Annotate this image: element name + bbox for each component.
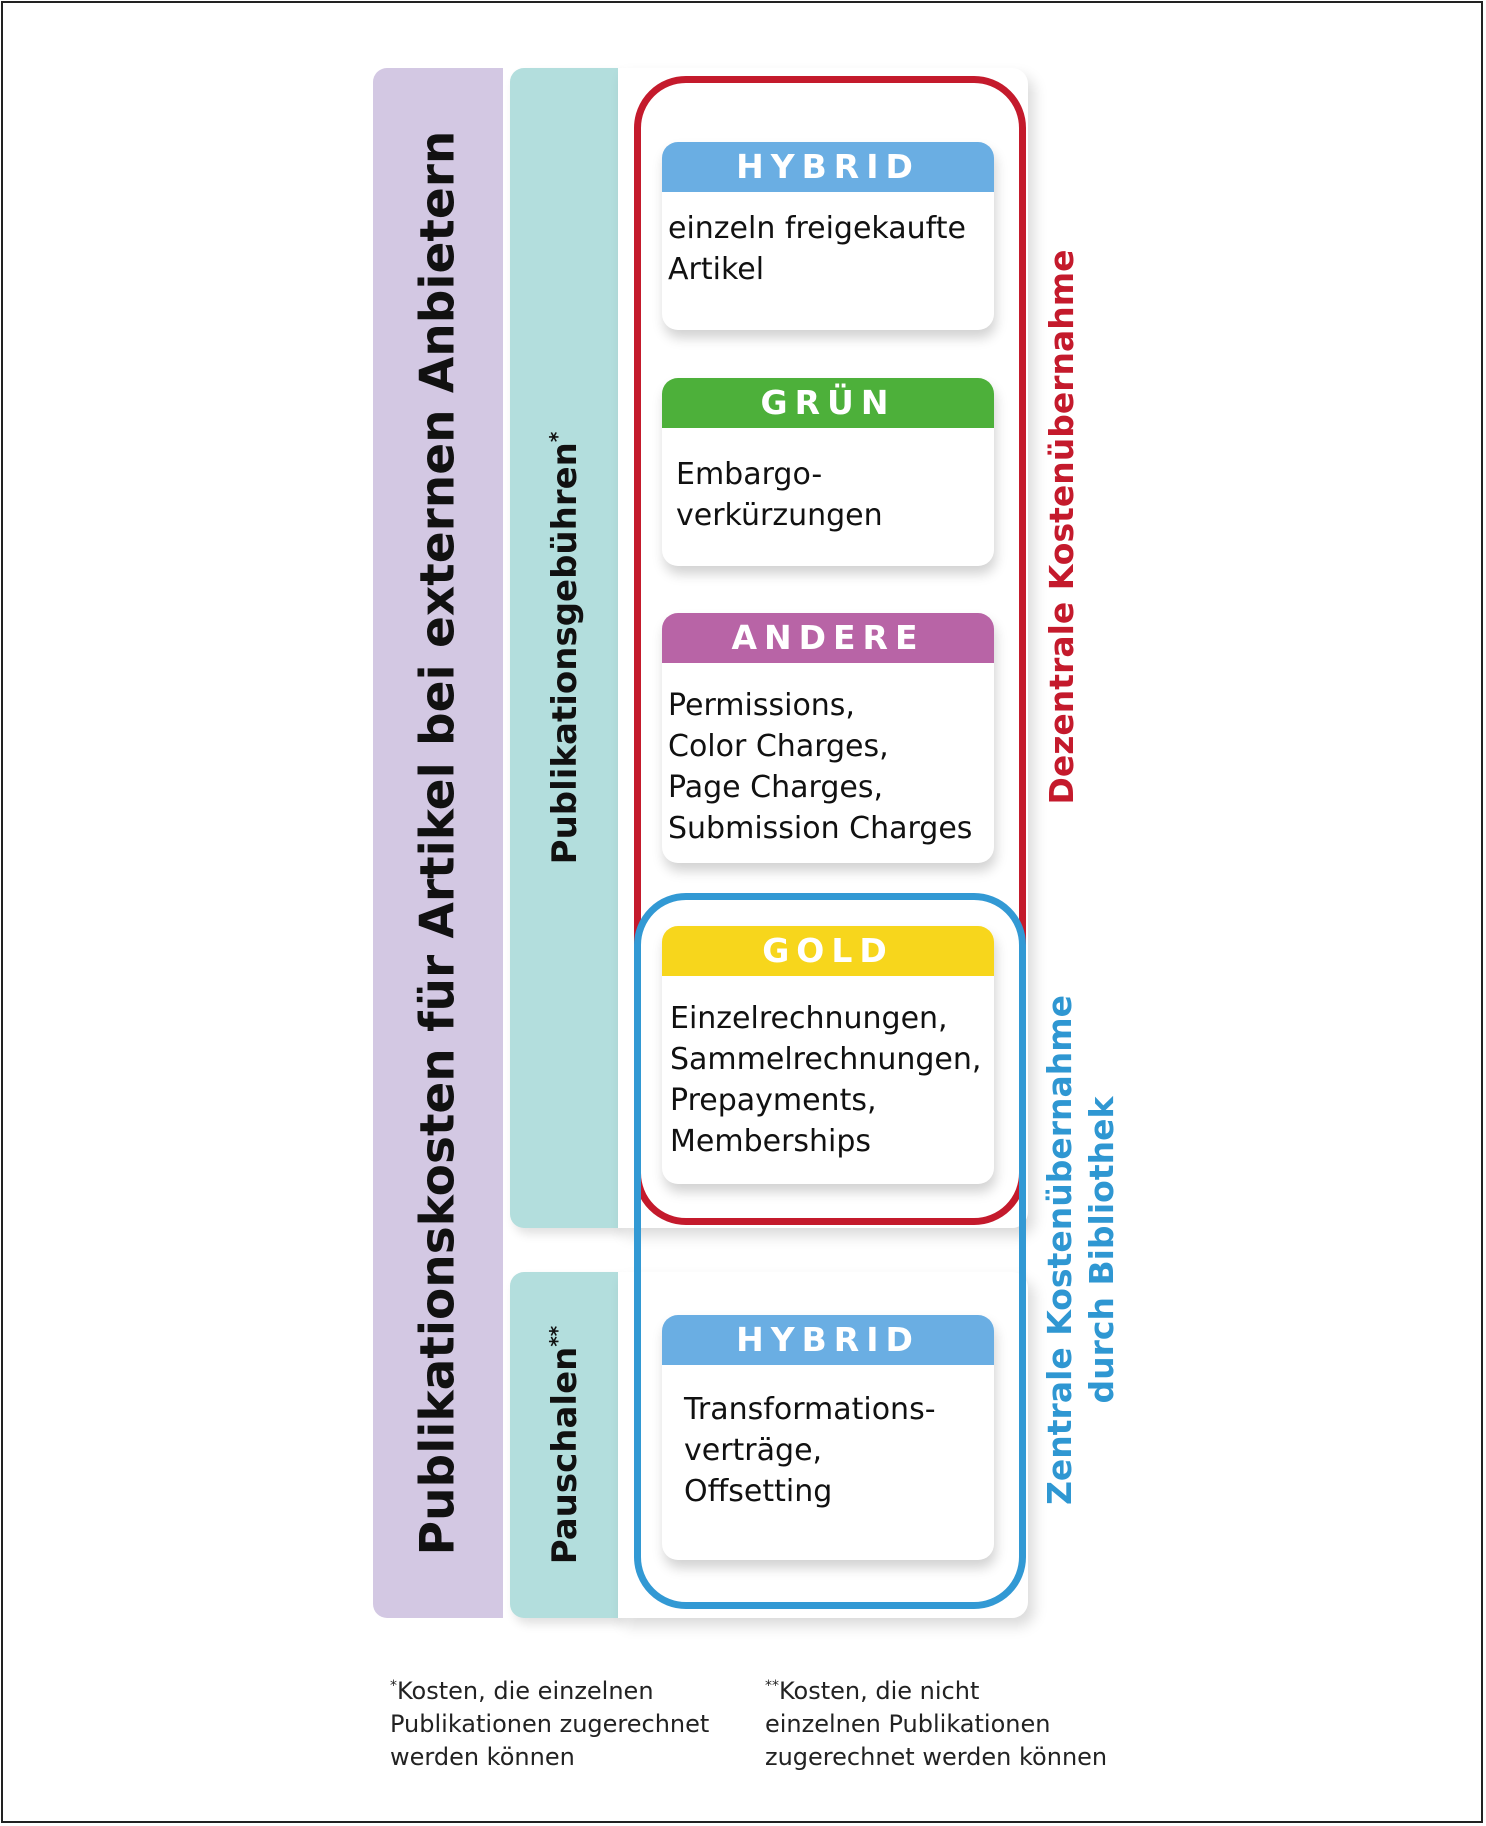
flat-rates-mark: ** [544,1325,569,1347]
card-text-line: verkürzungen [676,498,883,533]
footnote-line: zugerechnet werden können [765,1743,1108,1771]
central-label-line: durch Bibliothek [1082,1096,1121,1404]
card-text-line: Artikel [668,252,765,287]
footnote-double: **Kosten, die nicht einzelnen Publikatio… [765,1670,1107,1774]
decentral-label: Dezentrale Kostenübernahme [1042,249,1081,805]
card-hybrid-fees: HYBRID einzeln freigekaufte Artikel [662,142,994,330]
footnote-mark: ** [765,1678,779,1694]
footnote-line: *Kosten, die einzelnen [390,1670,709,1708]
diagram-title: Publikationskosten für Artikel bei exter… [410,130,466,1556]
card-body-other: Permissions, Color Charges, Page Charges… [662,663,994,859]
flat-rates-band [510,1272,620,1618]
card-header-hybrid: HYBRID [662,142,994,192]
flat-rates-text: Pauschalen [545,1346,586,1565]
card-text-line: Submission Charges [668,811,973,846]
card-text-line: Embargo- [676,457,823,492]
card-body-hybrid-flat: Transformations- verträge, Offsetting [662,1365,994,1522]
card-header-other: ANDERE [662,613,994,663]
publication-fees-label: Publikationsgebühren* [545,432,585,865]
footnote-line: werden können [390,1743,575,1771]
card-text-line: Page Charges, [668,770,883,805]
card-text-line: Transformations- [684,1392,936,1427]
central-label: Zentrale Kostenübernahme durch Bibliothe… [1039,995,1123,1505]
footnote-line: **Kosten, die nicht [765,1670,1107,1708]
card-green: GRÜN Embargo- verkürzungen [662,378,994,566]
central-label-line: Zentrale Kostenübernahme [1040,994,1079,1506]
card-text-line: einzeln freigekaufte [668,211,966,246]
card-header-green: GRÜN [662,378,994,428]
card-other: ANDERE Permissions, Color Charges, Page … [662,613,994,863]
publication-fees-band [510,68,620,1228]
footnote-mark: * [390,1678,397,1694]
card-text-line: Einzelrechnungen, [670,1001,948,1036]
main-category-band [373,68,503,1618]
footnote-line: einzelnen Publikationen [765,1710,1051,1738]
decentral-group-outline [634,76,1026,1225]
footnote-text: Kosten, die einzelnen [397,1677,654,1705]
card-text-line: Color Charges, [668,729,889,764]
card-text-line: verträge, [684,1433,823,1468]
card-body-hybrid: einzeln freigekaufte Artikel [662,192,994,300]
publication-fees-mark: * [544,431,569,443]
card-body-green: Embargo- verkürzungen [662,428,994,546]
card-hybrid-flat: HYBRID Transformations- verträge, Offset… [662,1315,994,1560]
card-text-line: Prepayments, [670,1083,877,1118]
footnote-line: Publikationen zugerechnet [390,1710,710,1738]
publication-fees-text: Publikationsgebühren [545,442,586,865]
card-text-line: Offsetting [684,1474,833,1509]
card-text-line: Sammelrechnungen, [670,1042,982,1077]
footnote-text: Kosten, die nicht [779,1677,980,1705]
card-text-line: Permissions, [668,688,855,723]
central-group-outline [634,893,1026,1609]
card-body-gold: Einzelrechnungen, Sammelrechnungen, Prep… [662,976,994,1172]
card-header-gold: GOLD [662,926,994,976]
card-text-line: Memberships [670,1124,872,1159]
footnote-single: *Kosten, die einzelnen Publikationen zug… [390,1670,709,1774]
flat-rates-label: Pauschalen** [545,1326,585,1565]
card-header-hybrid: HYBRID [662,1315,994,1365]
card-gold: GOLD Einzelrechnungen, Sammelrechnungen,… [662,926,994,1184]
